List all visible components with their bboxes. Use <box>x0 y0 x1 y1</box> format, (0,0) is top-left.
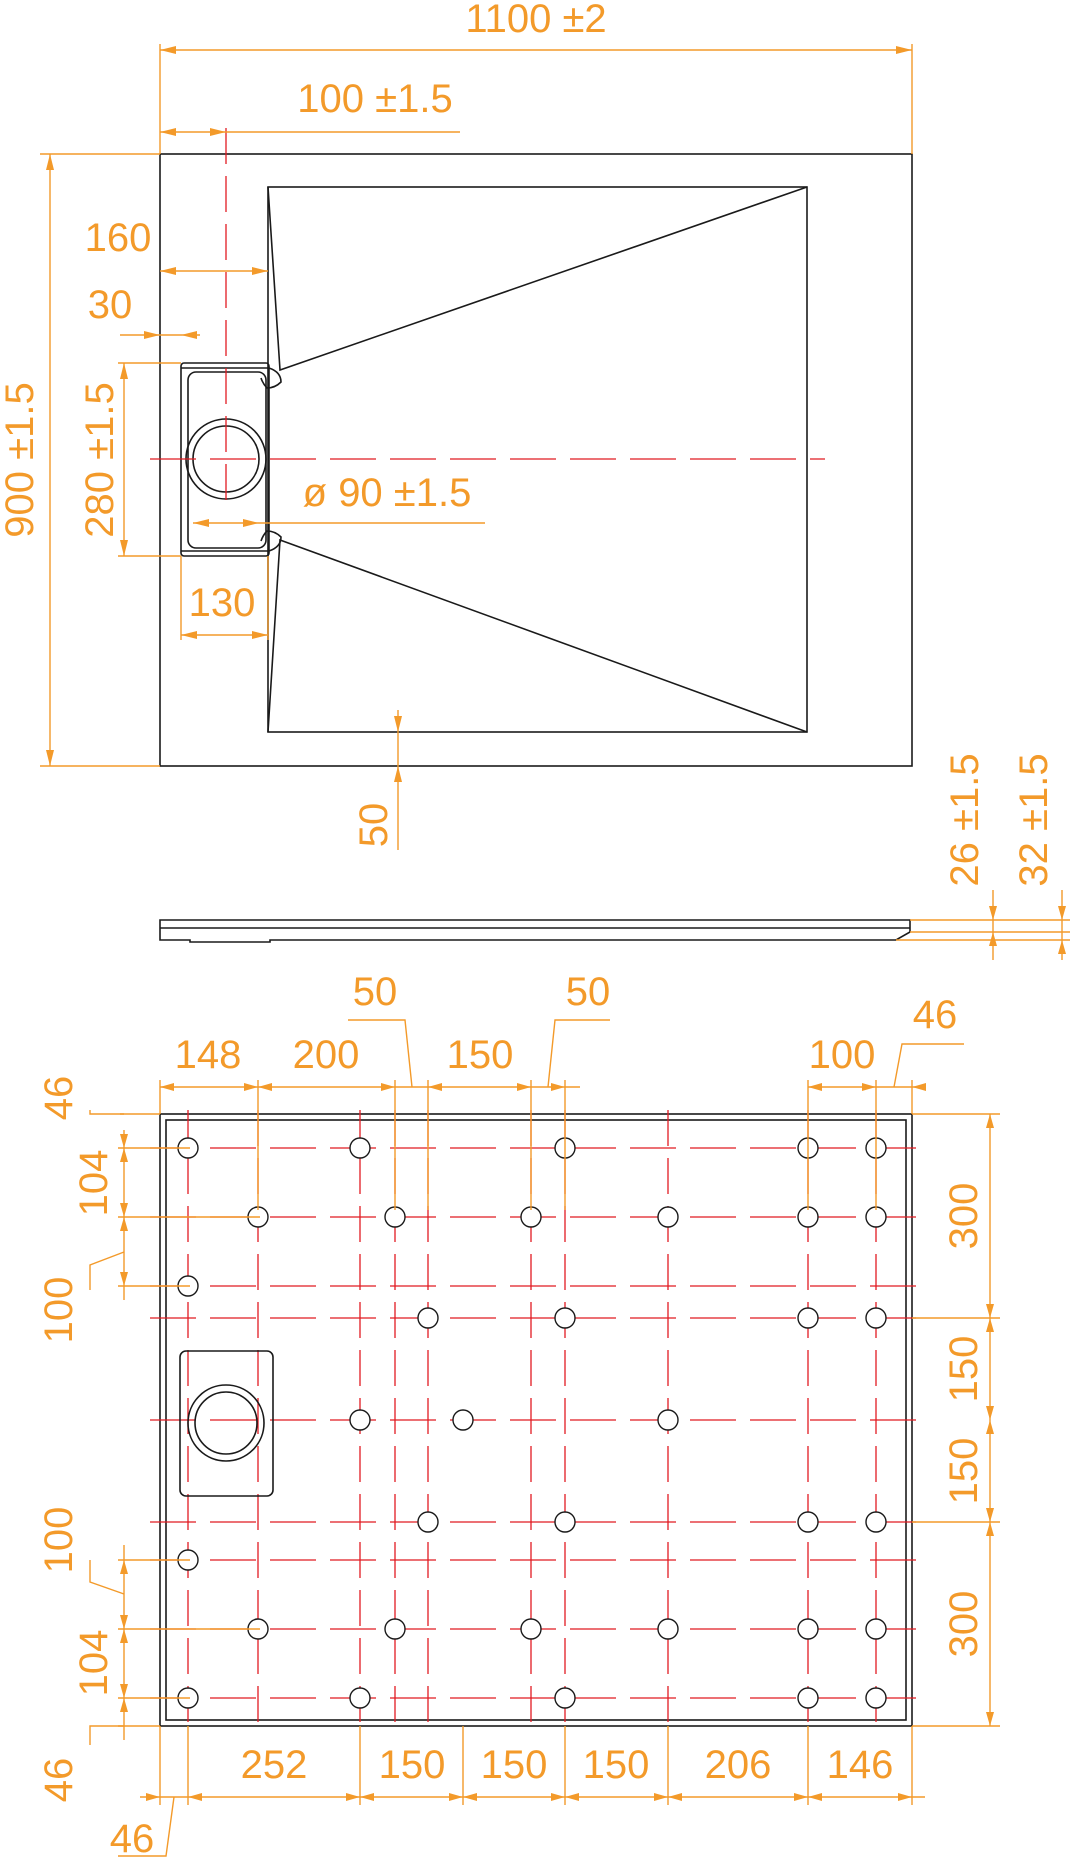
dim-thickness-32: 32 ±1.5 <box>1012 753 1056 886</box>
support-foot-14 <box>554 1307 576 1329</box>
dim-left-bottom-2: 104 <box>72 1630 116 1697</box>
support-foot-19 <box>657 1409 679 1431</box>
support-foot-23 <box>865 1511 887 1533</box>
dim-left-top-2: 104 <box>72 1150 116 1217</box>
side-view: 26 ±1.5 32 ±1.5 <box>159 753 1070 960</box>
slope-upper <box>267 186 808 372</box>
dim-top-2: 200 <box>293 1033 360 1077</box>
support-foot-21 <box>554 1511 576 1533</box>
dim-right-1: 300 <box>942 1183 986 1250</box>
side-profile <box>159 919 911 943</box>
dim-right-3: 150 <box>942 1438 986 1505</box>
dim-panel-offset: 160 <box>85 216 152 260</box>
support-foot-18 <box>452 1409 474 1431</box>
dim-bottom-4: 150 <box>583 1743 650 1787</box>
dim-left-bottom-3: 46 <box>37 1758 81 1803</box>
dim-left-bottom-1: 100 <box>37 1507 81 1574</box>
dim-total-width: 1100 ±2 <box>465 0 606 41</box>
dim-bottom-3: 150 <box>481 1743 548 1787</box>
drain-housing-ring-outer <box>187 1384 265 1462</box>
support-foot-20 <box>417 1511 439 1533</box>
dim-drain-offset: 100 ±1.5 <box>297 77 452 121</box>
support-foot-28 <box>657 1618 679 1640</box>
dim-left-top-1: 46 <box>37 1076 81 1121</box>
drain-housing <box>179 1350 274 1497</box>
top-view: 1100 ±2 100 ±1.5 160 30 280 ±1.5 130 ø 9… <box>0 0 913 850</box>
slope-lower <box>267 538 808 733</box>
support-foot-16 <box>865 1307 887 1329</box>
dim-bottom-1: 252 <box>241 1743 308 1787</box>
support-foot-9 <box>657 1206 679 1228</box>
support-foot-32 <box>349 1687 371 1709</box>
support-foot-26 <box>384 1618 406 1640</box>
dim-bottom-2: 150 <box>379 1743 446 1787</box>
tray-outline <box>159 153 913 767</box>
support-feet <box>177 1137 887 1709</box>
support-foot-22 <box>797 1511 819 1533</box>
tray-inner-panel <box>267 186 808 733</box>
dim-top-small-2: 50 <box>566 970 611 1014</box>
support-foot-2 <box>349 1137 371 1159</box>
dim-top-4: 100 <box>809 1033 876 1077</box>
drain-hook-top <box>260 367 282 389</box>
dim-thickness-26: 26 ±1.5 <box>943 753 987 886</box>
dim-bottom-6: 146 <box>827 1743 894 1787</box>
dim-top-3: 150 <box>447 1033 514 1077</box>
support-foot-17 <box>349 1409 371 1431</box>
dim-channel-offset: 30 <box>88 283 133 327</box>
support-foot-13 <box>417 1307 439 1329</box>
support-foot-15 <box>797 1307 819 1329</box>
support-foot-34 <box>797 1687 819 1709</box>
dim-total-height: 900 ±1.5 <box>0 382 42 537</box>
dim-right-2: 150 <box>942 1336 986 1403</box>
drain-hook-bottom <box>260 530 282 552</box>
dim-right-4: 300 <box>942 1591 986 1658</box>
dim-panel-bottom-margin: 50 <box>352 803 396 848</box>
dim-top-small-3: 46 <box>913 993 958 1037</box>
support-foot-33 <box>554 1687 576 1709</box>
dim-bottom-5: 206 <box>705 1743 772 1787</box>
dim-drain-diameter: ø 90 ±1.5 <box>303 471 472 515</box>
dim-top-1: 148 <box>175 1033 242 1077</box>
support-foot-30 <box>865 1618 887 1640</box>
dim-channel-length: 280 ±1.5 <box>78 382 122 537</box>
dim-top-small-1: 50 <box>353 970 398 1014</box>
support-foot-29 <box>797 1618 819 1640</box>
drain-housing-ring-inner <box>194 1391 258 1455</box>
support-foot-27 <box>520 1618 542 1640</box>
dim-channel-width: 130 <box>189 581 256 625</box>
bottom-view: 148 200 150 100 50 50 46 46 104 100 100 … <box>37 970 1000 1861</box>
support-foot-35 <box>865 1687 887 1709</box>
dim-bottom-small: 46 <box>110 1817 155 1861</box>
dim-left-top-3: 100 <box>37 1277 81 1344</box>
